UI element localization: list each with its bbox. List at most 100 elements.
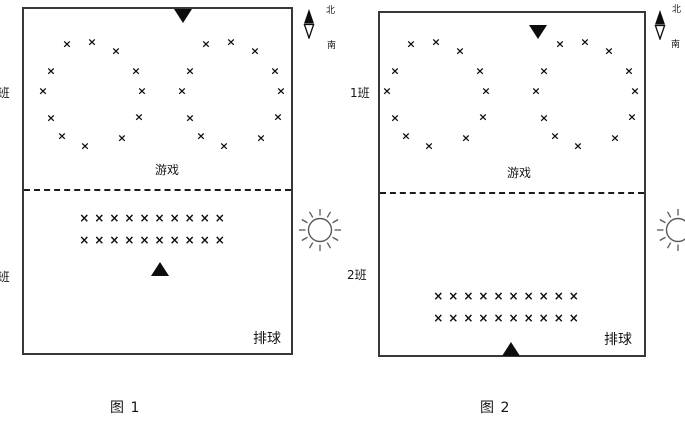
x-mark: × <box>154 233 165 247</box>
x-mark: × <box>523 311 534 325</box>
volleyball-row: ×××××××××× <box>433 312 579 325</box>
x-mark: × <box>431 35 441 49</box>
x-mark: × <box>137 84 147 98</box>
x-mark: × <box>256 131 266 145</box>
volleyball-row: ×××××××××× <box>79 234 225 247</box>
class-2-label: 2班 <box>347 268 367 282</box>
x-mark: × <box>448 289 459 303</box>
triangle-up-marker <box>502 342 520 356</box>
x-mark: × <box>523 289 534 303</box>
x-mark: × <box>568 289 579 303</box>
x-mark: × <box>455 44 465 58</box>
x-mark: × <box>630 84 640 98</box>
x-mark: × <box>109 233 120 247</box>
x-mark: × <box>555 37 565 51</box>
volleyball-area-label: 排球 <box>253 331 281 347</box>
compass-south-label: 南 <box>671 40 681 50</box>
x-mark: × <box>433 311 444 325</box>
x-mark: × <box>46 64 56 78</box>
x-mark: × <box>57 129 67 143</box>
x-mark: × <box>463 311 474 325</box>
x-mark: × <box>401 129 411 143</box>
x-mark: × <box>478 110 488 124</box>
x-mark: × <box>94 211 105 225</box>
x-mark: × <box>94 233 105 247</box>
x-mark: × <box>219 139 229 153</box>
x-mark: × <box>201 37 211 51</box>
class-1-label: 1班 <box>350 86 370 100</box>
x-mark: × <box>177 84 187 98</box>
volleyball-row: ×××××××××× <box>433 290 579 303</box>
triangle-up-marker <box>151 262 169 276</box>
x-mark: × <box>382 84 392 98</box>
x-mark: × <box>169 211 180 225</box>
sun-icon <box>299 209 341 251</box>
triangle-down-marker <box>174 9 192 23</box>
x-mark: × <box>508 311 519 325</box>
x-mark: × <box>448 311 459 325</box>
x-mark: × <box>124 211 135 225</box>
class-1-label: 1班 <box>0 86 10 100</box>
compass-needle-icon <box>654 10 666 40</box>
x-mark: × <box>508 289 519 303</box>
x-mark: × <box>196 129 206 143</box>
x-mark: × <box>46 111 56 125</box>
x-mark: × <box>214 211 225 225</box>
x-mark: × <box>624 64 634 78</box>
volleyball-rows: ×××××××××××××××××××× <box>433 290 579 325</box>
x-mark: × <box>493 289 504 303</box>
x-mark: × <box>111 44 121 58</box>
x-mark: × <box>531 84 541 98</box>
x-mark: × <box>481 84 491 98</box>
dashed-divider-line <box>380 192 644 194</box>
court-outline <box>22 7 293 355</box>
figure-caption: 图 2 <box>480 400 511 416</box>
x-mark: × <box>80 139 90 153</box>
x-mark: × <box>568 311 579 325</box>
figure-caption: 图 1 <box>110 400 141 416</box>
x-mark: × <box>478 289 489 303</box>
compass-needle-icon <box>303 9 315 39</box>
x-mark: × <box>390 64 400 78</box>
x-mark: × <box>390 111 400 125</box>
x-mark: × <box>139 211 150 225</box>
x-mark: × <box>184 211 195 225</box>
sun-icon <box>657 209 685 251</box>
x-mark: × <box>226 35 236 49</box>
x-mark: × <box>38 84 48 98</box>
x-mark: × <box>627 110 637 124</box>
x-mark: × <box>87 35 97 49</box>
compass-south-label: 南 <box>327 41 337 51</box>
x-mark: × <box>131 64 141 78</box>
x-mark: × <box>185 64 195 78</box>
x-mark: × <box>610 131 620 145</box>
x-mark: × <box>539 111 549 125</box>
volleyball-area-label: 排球 <box>604 332 632 348</box>
x-mark: × <box>184 233 195 247</box>
x-mark: × <box>273 110 283 124</box>
x-mark: × <box>580 35 590 49</box>
x-mark: × <box>139 233 150 247</box>
x-mark: × <box>573 139 583 153</box>
x-mark: × <box>62 37 72 51</box>
x-mark: × <box>538 289 549 303</box>
x-mark: × <box>478 311 489 325</box>
x-mark: × <box>604 44 614 58</box>
x-mark: × <box>109 211 120 225</box>
x-mark: × <box>199 233 210 247</box>
x-mark: × <box>79 233 90 247</box>
x-mark: × <box>79 211 90 225</box>
x-mark: × <box>154 211 165 225</box>
x-mark: × <box>276 84 286 98</box>
x-mark: × <box>550 129 560 143</box>
x-mark: × <box>539 64 549 78</box>
x-mark: × <box>538 311 549 325</box>
volleyball-rows: ×××××××××××××××××××× <box>79 212 225 247</box>
x-mark: × <box>124 233 135 247</box>
game-area-label: 游戏 <box>507 166 532 180</box>
x-mark: × <box>117 131 127 145</box>
game-area-label: 游戏 <box>155 163 180 177</box>
triangle-down-marker <box>529 25 547 39</box>
x-mark: × <box>424 139 434 153</box>
